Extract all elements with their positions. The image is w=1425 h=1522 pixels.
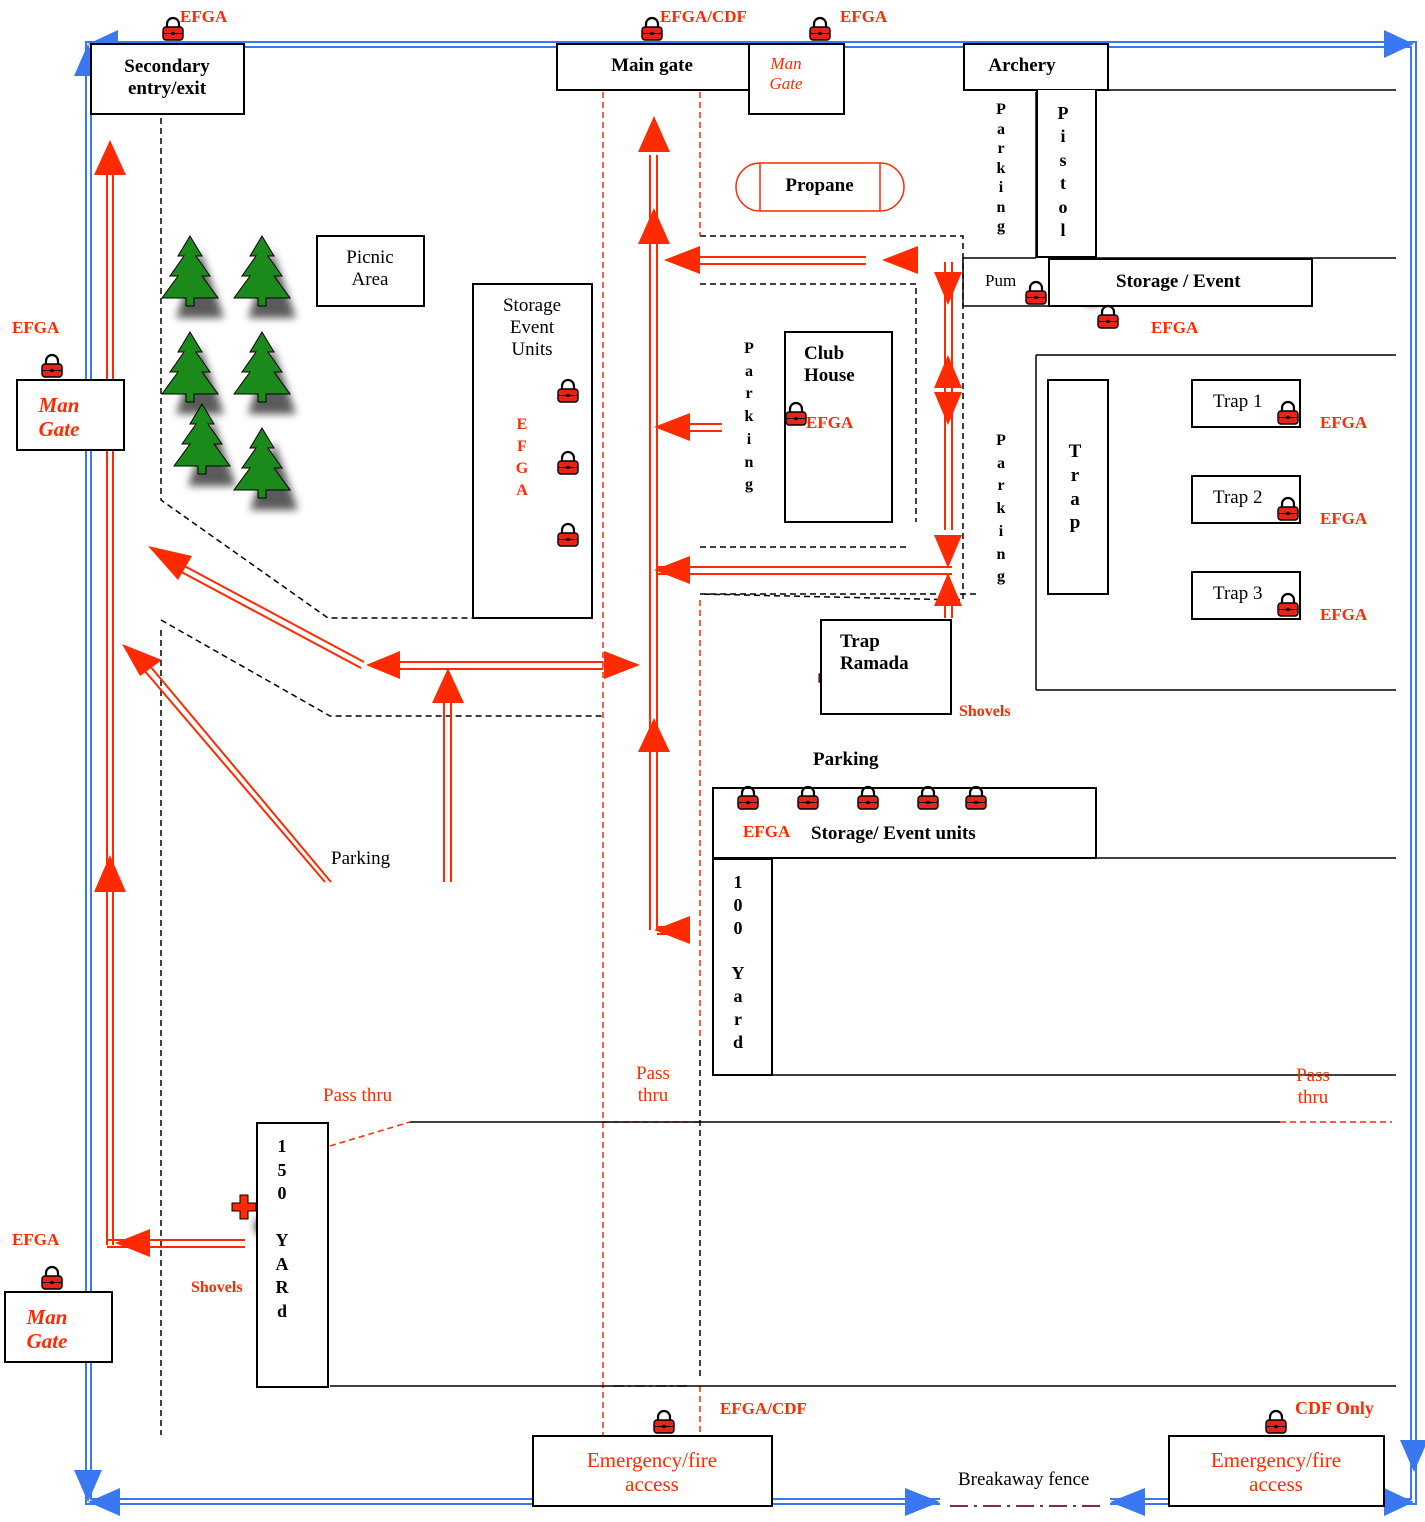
lock-icon	[557, 522, 579, 547]
pass-thru-left-label: Pass thru	[323, 1085, 393, 1106]
route-arrowheads	[94, 116, 962, 1257]
propane-tank	[735, 162, 905, 212]
man-gate-top-label: Man Gate	[769, 54, 803, 93]
shovels-150-label: Shovels	[191, 1279, 243, 1296]
parking-vertical-top-label: P a r k i n g	[996, 101, 1006, 236]
lock-icon	[809, 16, 831, 41]
picnic-area-box	[316, 235, 425, 307]
pine-tree-icon	[161, 235, 298, 510]
trap-1-label: Trap 1	[1213, 391, 1263, 412]
efga-trap-1-label: EFGA	[1320, 413, 1368, 432]
lock-icon	[965, 785, 987, 810]
man-gate-left-mid-box	[16, 379, 125, 451]
lock-icon	[737, 785, 759, 810]
lock-icon	[1277, 400, 1299, 425]
efga-cdf-top-label: EFGA/CDF	[660, 7, 747, 26]
lock-icon	[641, 16, 663, 41]
storage-event-units-box	[472, 283, 593, 619]
picnic-area-label: Picnic Area	[346, 247, 394, 290]
efga-left-low-label: EFGA	[12, 1230, 60, 1249]
lock-icon	[557, 378, 579, 403]
efga-vertical-label: E F G A	[515, 416, 529, 500]
club-house-box	[784, 331, 893, 523]
storage-event-box	[1048, 258, 1313, 307]
pass-thru-right-label: Pass thru	[1296, 1065, 1330, 1108]
archery-label: Archery	[988, 55, 1056, 76]
parking-vertical-right-label: P a r k i n g	[996, 432, 1006, 586]
lock-icon	[653, 1409, 675, 1434]
lock-icon	[857, 785, 879, 810]
main-gate-box	[556, 43, 750, 91]
main-gate-label: Main gate	[611, 55, 693, 76]
storage-event-units-label: Storage Event Units	[502, 295, 562, 360]
trap-range-box	[1047, 379, 1109, 595]
trap-vertical-label: T r a p	[1068, 441, 1082, 534]
pistol-label: P i s t o l	[1057, 103, 1069, 240]
yard-100-label: 1 0 0 Y a r d	[731, 872, 745, 1053]
lock-icon	[162, 16, 184, 41]
storage-event-units-row-label: Storage/ Event units	[811, 823, 976, 844]
lock-icon	[1097, 304, 1119, 329]
man-gate-left-mid-label: Man Gate	[38, 393, 80, 442]
parking-left-label: Parking	[331, 848, 391, 869]
man-gate-top-box	[748, 43, 845, 115]
trap-ramada-label: Trap Ramada	[840, 631, 909, 674]
efga-left-mid-label: EFGA	[12, 318, 60, 337]
emergency-access-right-label: Emergency/fire access	[1210, 1448, 1342, 1497]
emergency-access-right-box	[1168, 1435, 1385, 1507]
secondary-entry-box	[90, 43, 245, 115]
lock-icon	[785, 401, 807, 426]
yard-150-box	[256, 1122, 329, 1388]
man-gate-left-low-box	[4, 1291, 113, 1363]
shovels-ramada-label: Shovels	[959, 703, 1011, 720]
efga-trap-2-label: EFGA	[1320, 509, 1368, 528]
propane-label: Propane	[785, 175, 854, 196]
emergency-access-left-label: Emergency/fire access	[586, 1448, 718, 1497]
dashed-boundaries	[160, 118, 978, 1435]
efga-storage-event-label: EFGA	[1151, 318, 1199, 337]
trap-2-label: Trap 2	[1213, 487, 1263, 508]
efga-cdf-bottom-label: EFGA/CDF	[720, 1399, 807, 1418]
trap-ramada-box	[820, 619, 952, 715]
lock-icon	[1277, 592, 1299, 617]
pump-label: Pum	[985, 271, 1017, 290]
pass-thru-center-label: Pass thru	[636, 1063, 670, 1106]
emergency-access-left-box	[532, 1435, 773, 1507]
archery-box	[963, 43, 1109, 91]
efga-trap-3-label: EFGA	[1320, 605, 1368, 624]
lock-icon	[1265, 1409, 1287, 1434]
breakaway-fence-label: Breakaway fence	[958, 1469, 1090, 1490]
efga-clubhouse-label: EFGA	[806, 413, 854, 432]
cdf-only-label: CDF Only	[1295, 1398, 1374, 1418]
yard-150-label: 1 5 0 Y A R d	[275, 1136, 289, 1322]
parking-vertical-left-label: P a r k i n g	[744, 340, 754, 494]
pistol-box	[1036, 90, 1097, 258]
storage-event-label: Storage / Event	[1116, 271, 1241, 292]
lock-icon	[557, 450, 579, 475]
trap-3-label: Trap 3	[1213, 583, 1263, 604]
lock-icon	[797, 785, 819, 810]
lock-icon	[1025, 280, 1047, 305]
secondary-entry-label: Secondary entry/exit	[124, 56, 210, 99]
storage-event-units-row-box	[712, 787, 1097, 859]
club-house-label: Club House	[804, 343, 855, 386]
parking-center-label: Parking	[813, 749, 879, 770]
lock-icon	[1277, 496, 1299, 521]
lock-icon	[41, 353, 63, 378]
lock-icon	[41, 1265, 63, 1290]
efga-top-right-label: EFGA	[840, 7, 888, 26]
yard-100-box	[712, 858, 773, 1076]
efga-top-left-label: EFGA	[180, 7, 228, 26]
breakaway-fence-line	[940, 1497, 1110, 1507]
man-gate-left-low-label: Man Gate	[26, 1305, 68, 1354]
lock-icon	[917, 785, 939, 810]
efga-storage-units-label: EFGA	[743, 822, 791, 841]
